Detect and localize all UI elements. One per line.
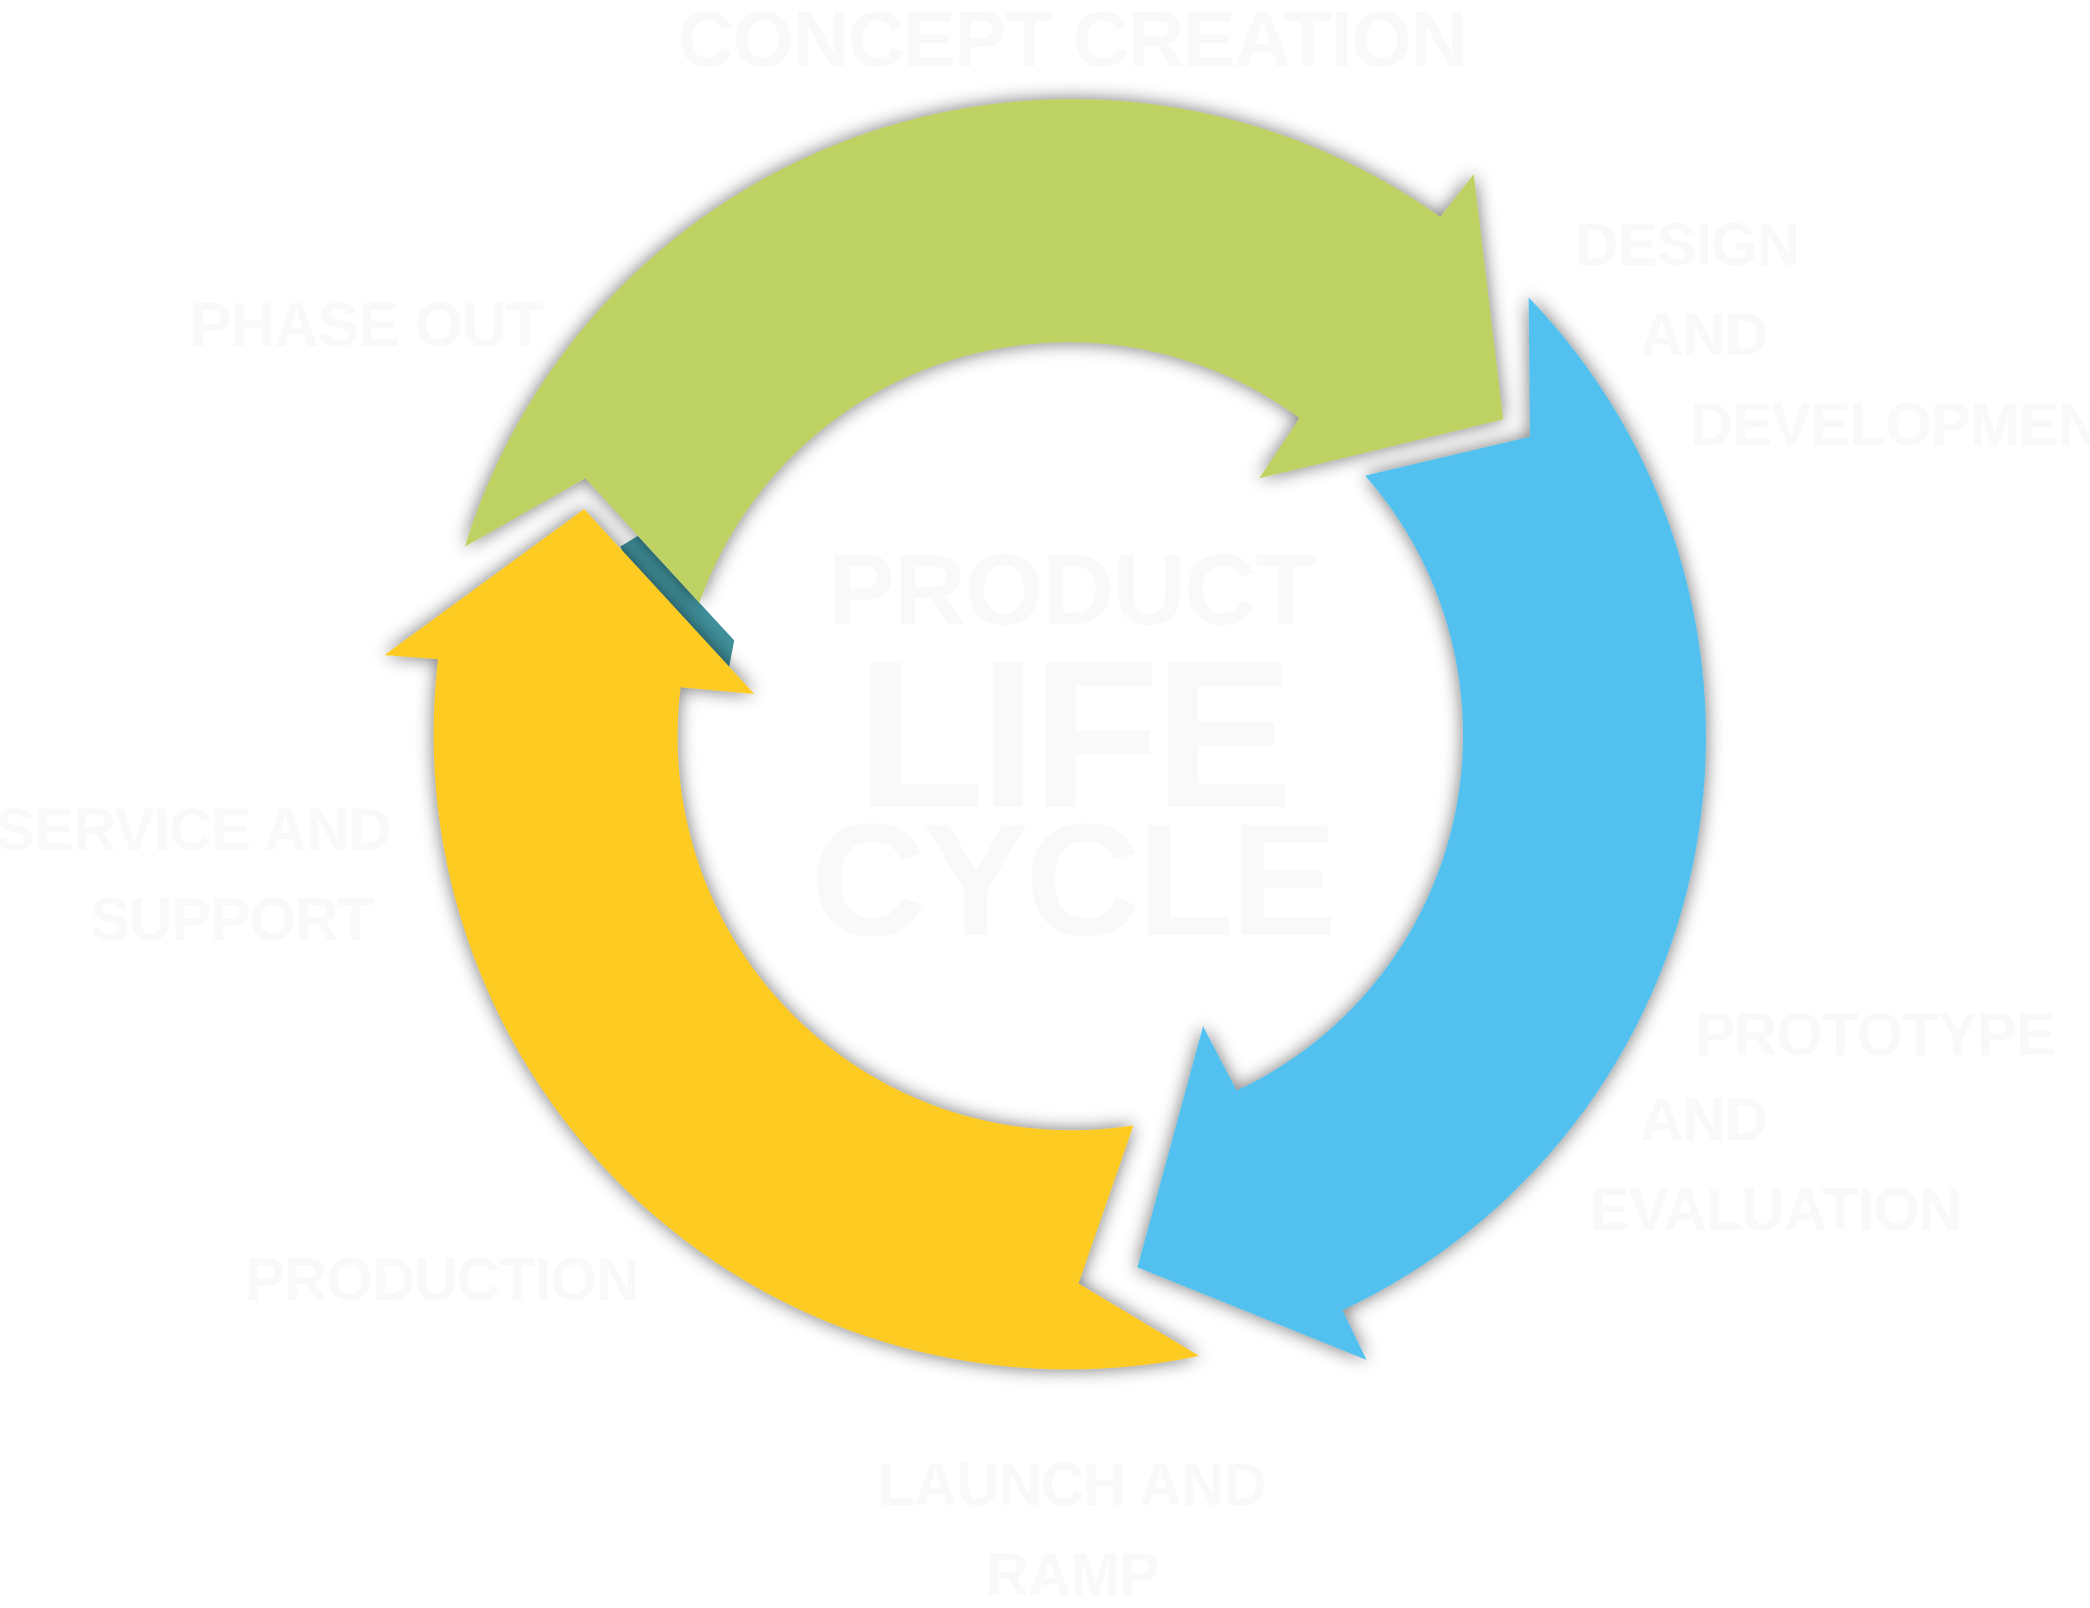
label-design-and: AND	[1640, 301, 1768, 368]
title-product: PRODUCT	[828, 534, 1316, 646]
label-ramp: RAMP	[985, 1541, 1160, 1608]
title-cycle: CYCLE	[810, 790, 1337, 969]
label-prototype-and: AND	[1640, 1086, 1768, 1153]
label-concept-creation: CONCEPT CREATION	[677, 0, 1468, 83]
label-evaluation: EVALUATION	[1590, 1176, 1962, 1243]
label-phase-out: PHASE OUT	[190, 291, 544, 360]
label-development: DEVELOPMENT	[1690, 391, 2090, 458]
label-support: SUPPORT	[90, 886, 374, 953]
title-life: LIFE	[856, 617, 1294, 852]
green-arrow	[464, 99, 1504, 603]
label-launch-and: LAUNCH AND	[878, 1451, 1267, 1518]
label-prototype: PROTOTYPE	[1695, 1001, 2056, 1068]
yellow-arrow	[384, 509, 1200, 1370]
label-design: DESIGN	[1575, 211, 1800, 278]
label-production: PRODUCTION	[245, 1246, 639, 1313]
blue-arrow	[1137, 297, 1706, 1360]
label-service-and: SERVICE AND	[0, 796, 392, 863]
